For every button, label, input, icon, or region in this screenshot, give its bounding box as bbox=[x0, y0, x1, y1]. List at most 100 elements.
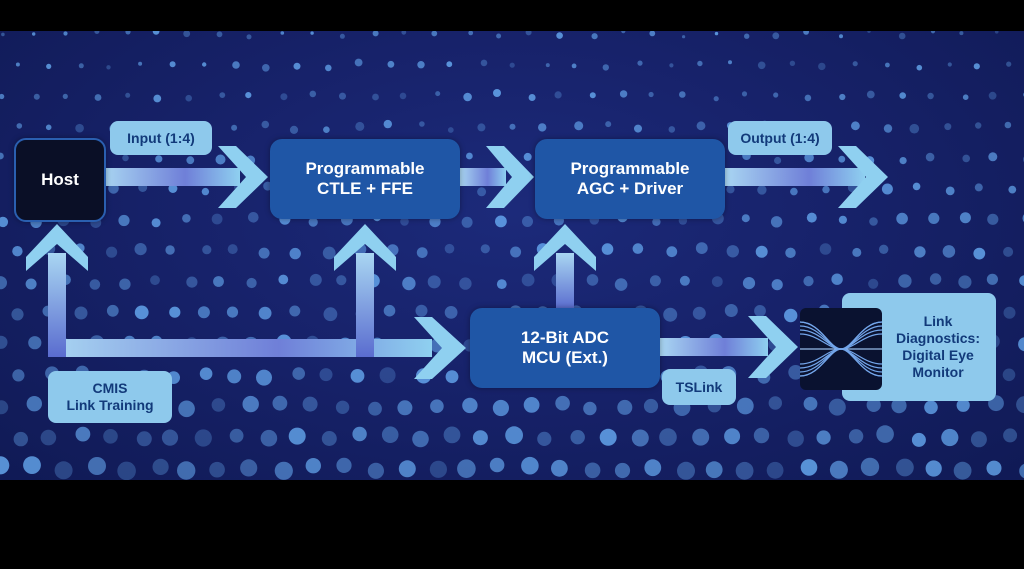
bokeh-dot bbox=[663, 307, 678, 322]
bokeh-dot bbox=[899, 92, 906, 99]
arrow-adc-to-agc bbox=[534, 224, 596, 309]
bokeh-dot bbox=[274, 461, 293, 480]
bokeh-dot bbox=[986, 273, 999, 285]
bokeh-dot bbox=[987, 213, 999, 225]
bokeh-dot bbox=[169, 306, 181, 318]
bokeh-dot bbox=[368, 401, 382, 416]
bokeh-dot bbox=[885, 62, 890, 68]
bokeh-dot bbox=[16, 123, 23, 129]
bokeh-dot bbox=[839, 34, 843, 39]
bokeh-dot bbox=[774, 156, 782, 165]
bokeh-dot bbox=[876, 425, 894, 443]
bokeh-dot bbox=[213, 276, 224, 287]
bokeh-dot bbox=[724, 304, 738, 317]
bokeh-dot bbox=[735, 461, 754, 480]
bokeh-dot bbox=[305, 458, 321, 474]
bokeh-dot bbox=[973, 247, 986, 260]
bokeh-dot bbox=[1003, 428, 1018, 443]
bokeh-dot bbox=[898, 274, 912, 288]
eye-diagram-icon bbox=[800, 308, 882, 390]
bokeh-dot bbox=[619, 90, 628, 98]
bokeh-dot bbox=[350, 369, 365, 383]
bokeh-dot bbox=[601, 243, 614, 255]
bokeh-dot bbox=[714, 31, 719, 36]
bokeh-dot bbox=[339, 33, 345, 39]
bokeh-dot bbox=[416, 247, 428, 258]
bokeh-dot bbox=[0, 152, 4, 160]
bokeh-dot bbox=[472, 430, 488, 446]
bokeh-dot bbox=[480, 59, 488, 67]
bokeh-dot bbox=[125, 92, 131, 98]
bokeh-dot bbox=[509, 123, 516, 130]
bokeh-dot bbox=[975, 122, 982, 129]
bokeh-dot bbox=[335, 400, 350, 414]
bokeh-dot bbox=[574, 121, 584, 131]
bokeh-dot bbox=[477, 187, 487, 197]
bokeh-dot bbox=[401, 31, 407, 35]
bokeh-dot bbox=[227, 244, 238, 255]
bokeh-dot bbox=[1, 32, 5, 37]
bokeh-dot bbox=[118, 214, 130, 227]
bokeh-dot bbox=[988, 152, 998, 162]
bokeh-dot bbox=[644, 459, 662, 477]
bokeh-dot bbox=[505, 426, 523, 445]
bokeh-dot bbox=[822, 185, 830, 194]
bokeh-dot bbox=[787, 430, 804, 447]
bokeh-dot bbox=[538, 123, 547, 132]
bokeh-dot bbox=[152, 458, 169, 475]
bokeh-dot bbox=[1003, 246, 1014, 257]
bokeh-dot bbox=[790, 187, 798, 196]
bokeh-dot bbox=[584, 462, 601, 479]
bokeh-dot bbox=[354, 58, 363, 67]
bokeh-dot bbox=[168, 184, 178, 193]
bokeh-dot bbox=[755, 245, 768, 258]
bokeh-dot bbox=[879, 244, 889, 254]
bokeh-dot bbox=[772, 32, 780, 40]
bokeh-dot bbox=[495, 215, 507, 228]
bokeh-dot bbox=[0, 93, 5, 100]
bokeh-dot bbox=[831, 273, 843, 285]
bokeh-dot bbox=[25, 278, 37, 290]
bokeh-dot bbox=[924, 400, 938, 415]
bokeh-dot bbox=[818, 62, 826, 71]
arrow-ctle-to-agc bbox=[460, 146, 534, 208]
bokeh-dot bbox=[602, 64, 609, 71]
bokeh-dot bbox=[770, 216, 783, 228]
bokeh-dot bbox=[896, 212, 908, 225]
bokeh-dot bbox=[216, 31, 223, 38]
bokeh-dot bbox=[705, 461, 723, 479]
ctle-ffe-block: Programmable CTLE + FFE bbox=[270, 139, 460, 219]
bokeh-dot bbox=[462, 397, 478, 414]
bokeh-dot bbox=[711, 276, 723, 287]
bokeh-dot bbox=[806, 212, 817, 223]
bokeh-dot bbox=[430, 399, 444, 414]
bokeh-dot bbox=[828, 398, 846, 416]
bokeh-dot bbox=[869, 217, 878, 226]
bokeh-dot bbox=[522, 216, 533, 227]
host-block: Host bbox=[14, 138, 106, 222]
bokeh-dot bbox=[962, 154, 970, 163]
bokeh-dot bbox=[928, 212, 940, 224]
bokeh-dot bbox=[461, 216, 473, 228]
bokeh-dot bbox=[310, 31, 314, 35]
bokeh-dot bbox=[336, 457, 352, 473]
bokeh-dot bbox=[186, 276, 198, 288]
bokeh-dot bbox=[246, 34, 252, 40]
bokeh-dot bbox=[988, 91, 997, 100]
arrow-host-to-ctle bbox=[103, 146, 268, 208]
bokeh-dot bbox=[289, 305, 301, 317]
arrow-cmis-bus bbox=[48, 317, 466, 379]
bokeh-dot bbox=[994, 31, 999, 34]
bokeh-dot bbox=[443, 426, 461, 444]
bokeh-dot bbox=[94, 31, 100, 34]
arrow-agc-to-output bbox=[725, 146, 888, 208]
bokeh-dot bbox=[757, 61, 766, 70]
bokeh-dot bbox=[232, 61, 240, 69]
bokeh-dot bbox=[555, 395, 570, 411]
bokeh-dot bbox=[736, 397, 754, 415]
bokeh-dot bbox=[614, 278, 628, 291]
bokeh-dot bbox=[728, 60, 732, 65]
bokeh-dot bbox=[321, 431, 337, 446]
bokeh-dot bbox=[958, 275, 972, 289]
bokeh-dot bbox=[165, 245, 175, 255]
